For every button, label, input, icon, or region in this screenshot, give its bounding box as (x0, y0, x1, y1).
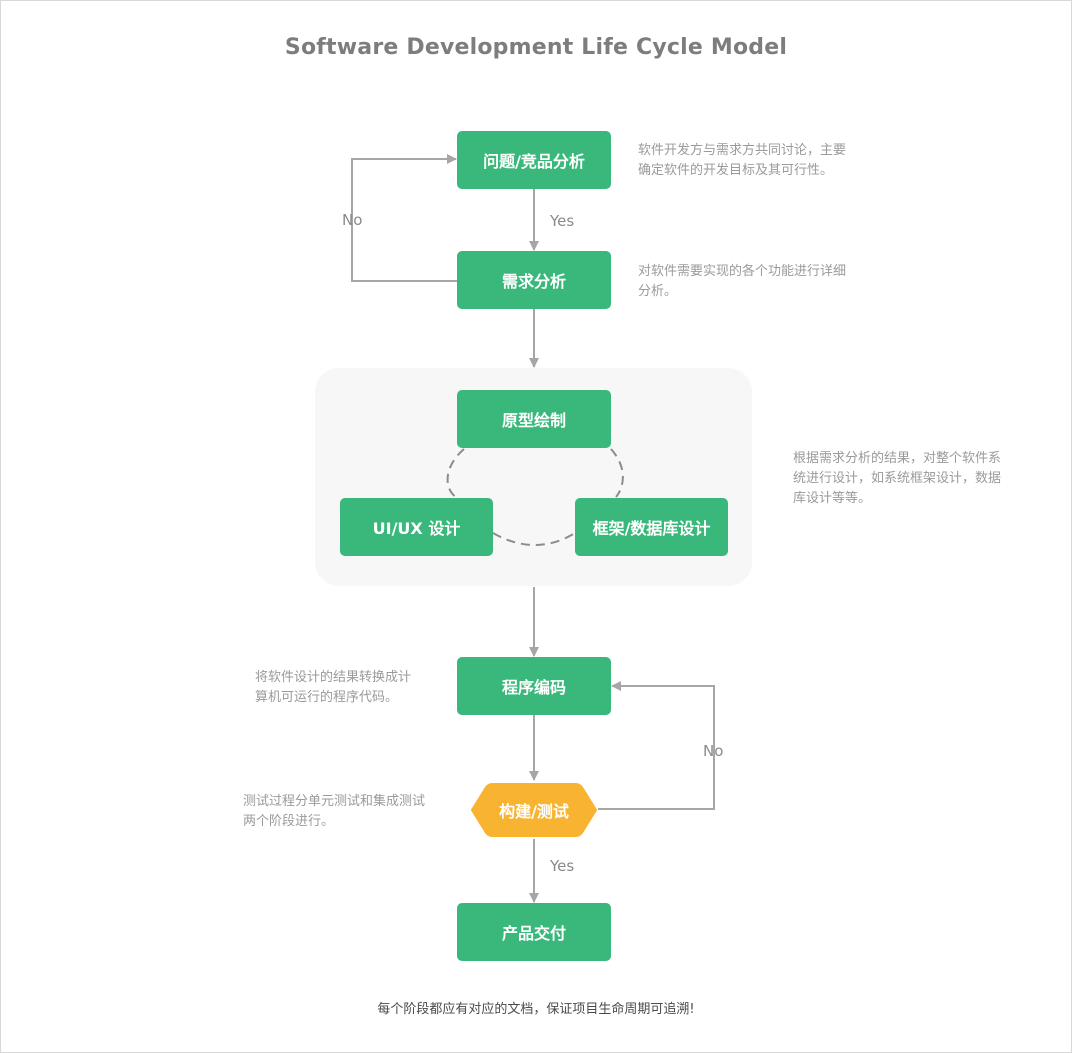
node-coding[interactable]: 程序编码 (457, 657, 611, 715)
node-delivery[interactable]: 产品交付 (457, 903, 611, 961)
node-prototype[interactable]: 原型绘制 (457, 390, 611, 448)
node-build-test[interactable]: 构建/测试 (470, 781, 598, 839)
decision-diamond-shape (471, 783, 597, 837)
footer-note: 每个阶段都应有对应的文档，保证项目生命周期可追溯! (377, 1002, 695, 1017)
edge-label-yes-bottom: Yes (550, 857, 575, 875)
node-requirements-analysis[interactable]: 需求分析 (457, 251, 611, 309)
note-requirements-analysis: 对软件需要实现的各个功能进行详细 分析。 (638, 264, 847, 299)
edge-requirements-back-to-problem (351, 154, 457, 282)
design-cycle-dashed-ring (446, 448, 624, 546)
node-architecture-design[interactable]: 框架/数据库设计 (575, 498, 728, 556)
edge-label-no-bottom: No (703, 742, 724, 760)
edge-build-back-to-coding (598, 681, 715, 810)
edge-label-yes-top: Yes (550, 212, 575, 230)
note-coding: 将软件设计的结果转换成计 算机可运行的程序代码。 (255, 670, 412, 705)
note-problem-analysis: 软件开发方与需求方共同讨论，主要 确定软件的开发目标及其可行性。 (638, 143, 847, 178)
note-testing: 测试过程分单元测试和集成测试 两个阶段进行。 (243, 794, 426, 829)
note-design: 根据需求分析的结果，对整个软件系 统进行设计，如系统框架设计，数据 库设计等等。 (793, 451, 1002, 506)
edge-label-no-top: No (342, 211, 363, 229)
node-problem-analysis[interactable]: 问题/竞品分析 (457, 131, 611, 189)
node-uiux-design[interactable]: UI/UX 设计 (340, 498, 493, 556)
node-build-test-label: 构建/测试 (499, 802, 569, 821)
diagram-title: Software Development Life Cycle Model (284, 35, 788, 60)
